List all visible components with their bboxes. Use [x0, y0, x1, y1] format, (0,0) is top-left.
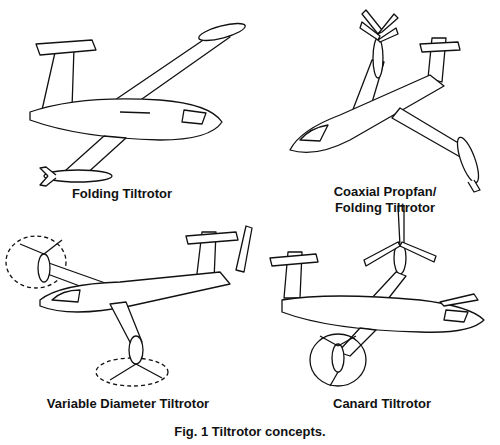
- coaxial-propfan-sketch: [290, 10, 483, 192]
- folding-tiltrotor-sketch: [30, 20, 247, 186]
- canard-tiltrotor-sketch: [270, 206, 484, 386]
- figure-caption: Fig. 1 Tiltrotor concepts.: [174, 424, 325, 439]
- figure-label: Canard Tiltrotor: [282, 396, 482, 412]
- figure-label: Folding Tiltrotor: [22, 186, 222, 202]
- figure-label: Variable Diameter Tiltrotor: [13, 396, 243, 412]
- figure-label: Coaxial Propfan/ Folding Tiltrotor: [319, 184, 451, 215]
- variable-diameter-sketch: [6, 226, 252, 386]
